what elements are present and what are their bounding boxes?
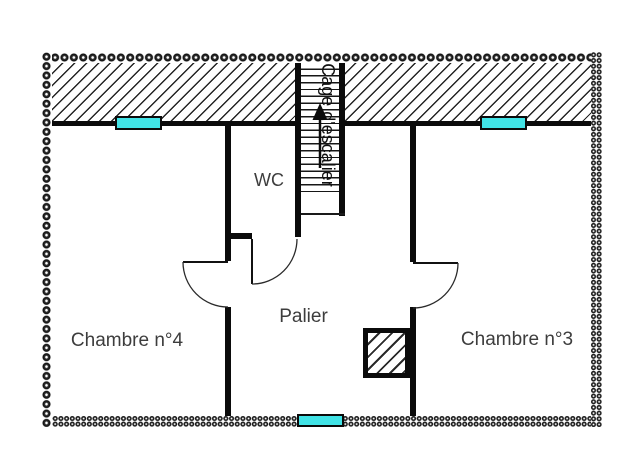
- door-swing-arc-wc: [251, 238, 298, 285]
- attic-hatch-band-left: [52, 63, 295, 121]
- outer-wall-left: [41, 52, 52, 427]
- outer-wall-right: [591, 52, 602, 427]
- room-label-chambre-3: Chambre n°3: [460, 329, 574, 350]
- attic-hatch-band-right: [345, 63, 591, 121]
- wall-palier-right-upper: [410, 121, 416, 262]
- wall-wc-left: [225, 121, 231, 261]
- up-arrow-icon: [312, 103, 328, 120]
- duct-block: [363, 328, 410, 378]
- stairwell-wall-right: [339, 63, 345, 216]
- outer-wall-top: [41, 52, 602, 63]
- window-top-right: [480, 116, 527, 130]
- stairwell-wall-left: [295, 63, 301, 237]
- window-top-left: [115, 116, 162, 130]
- wall-palier-right-lower: [410, 307, 416, 416]
- door-swing-arc-chambre-4: [182, 261, 229, 308]
- room-label-palier: Palier: [279, 306, 328, 327]
- interior-wall-top-left: [52, 121, 295, 126]
- room-label-wc: WC: [254, 170, 284, 190]
- window-bottom: [297, 414, 344, 427]
- wall-palier-left-lower: [225, 307, 231, 416]
- interior-wall-top-right: [345, 121, 591, 126]
- stairwell-bottom-edge: [301, 213, 345, 215]
- door-swing-arc-chambre-3: [412, 262, 459, 309]
- room-label-chambre-4: Chambre n°4: [70, 330, 184, 351]
- wall-wc-bottom-stub: [225, 233, 252, 239]
